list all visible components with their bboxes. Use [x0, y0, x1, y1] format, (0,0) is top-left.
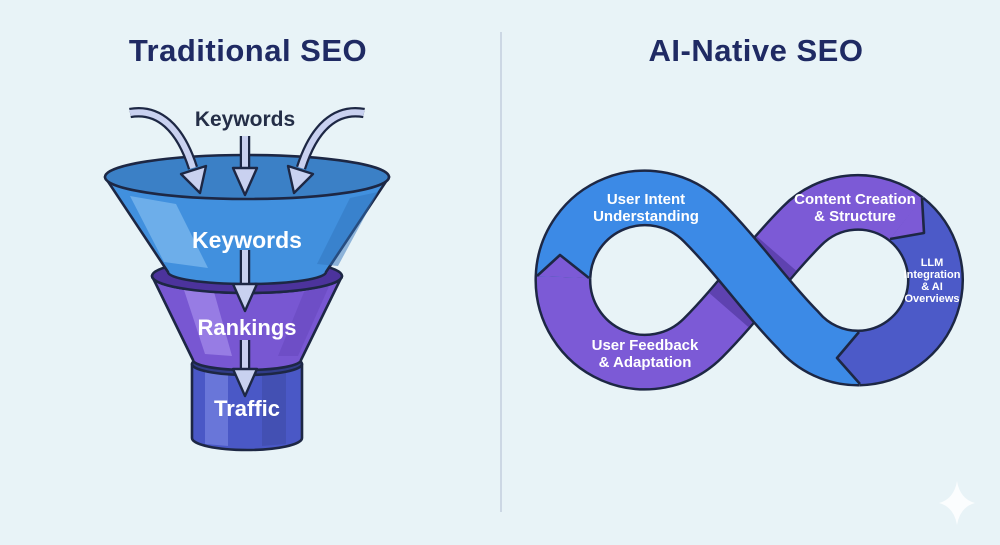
traffic-highlight-band	[205, 368, 228, 446]
loop-label-line: Overviews	[904, 293, 959, 305]
stage-flow-arrows	[231, 250, 259, 398]
loop-label-line: & AI	[921, 281, 943, 293]
rankings-to-traffic-head-icon	[231, 367, 259, 398]
loop-stage-content-creation: Content Creation & Structure	[794, 191, 916, 225]
middle-arrow-head-icon	[231, 166, 259, 197]
right-panel-title: AI-Native SEO	[649, 33, 864, 68]
stage-label-rankings: Rankings	[197, 315, 296, 340]
loop-stage-llm-integration: LLM Integration & AI Overviews	[904, 257, 961, 305]
funnel-input-label: Keywords	[195, 108, 295, 131]
loop-label-line: Content Creation	[794, 191, 916, 208]
loop-label-line: User Intent	[607, 191, 685, 208]
left-panel-title: Traditional SEO	[129, 33, 367, 68]
chevron-purple-to-blue-icon	[536, 253, 590, 280]
loop-stage-user-feedback: User Feedback & Adaptation	[592, 337, 699, 371]
sparkle-icon	[939, 481, 975, 525]
left-arrow-head-icon	[179, 164, 208, 195]
loop-label-line: & Structure	[814, 208, 896, 225]
left-curved-arrow	[129, 109, 196, 169]
loop-label-line: LLM	[921, 257, 944, 269]
right-curved-arrow	[298, 109, 365, 169]
traffic-shade-band	[262, 368, 286, 446]
loop-label-line: & Adaptation	[599, 354, 692, 371]
keywords-shade-band	[317, 192, 378, 266]
keywords-to-rankings-head-icon	[231, 282, 259, 313]
right-arrow-head-icon	[286, 164, 315, 195]
chevron-purple-to-indigo-icon	[889, 197, 926, 241]
rankings-highlight-band	[184, 290, 232, 356]
loop-purple-segment	[536, 176, 923, 389]
loop-blue-segment	[537, 171, 860, 384]
input-arrows	[129, 106, 365, 197]
loop-label-line: Understanding	[593, 208, 699, 225]
loop-label-line: Integration	[904, 269, 961, 281]
stage-label-traffic: Traffic	[214, 396, 280, 421]
traditional-seo-funnel: Keywords Keywords Rankings Traffic	[103, 106, 391, 452]
chevron-indigo-to-blue-icon	[835, 331, 861, 385]
ai-native-seo-loop: User Intent Understanding Content Creati…	[534, 169, 964, 391]
keywords-highlight-band	[130, 196, 208, 268]
loop-indigo-segment	[857, 198, 962, 384]
loop-stage-user-intent: User Intent Understanding	[593, 191, 699, 225]
loop-label-line: User Feedback	[592, 337, 699, 354]
rankings-shade-band	[278, 284, 330, 356]
stage-label-keywords: Keywords	[192, 227, 302, 253]
